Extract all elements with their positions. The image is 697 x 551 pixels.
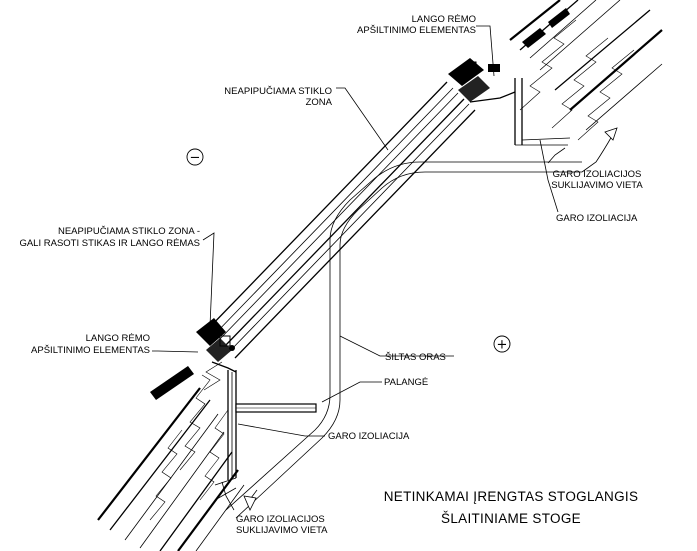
- svg-text:ZONA: ZONA: [306, 97, 333, 108]
- svg-text:+: +: [497, 338, 508, 353]
- minus-sign: −: [186, 148, 204, 166]
- svg-text:−: −: [190, 151, 201, 166]
- label-sill: PALANGĖ: [384, 377, 428, 388]
- label-vapour-barrier-joint-top: GARO IZOLIACIJOS SUKLIJAVIMO VIETA: [551, 169, 643, 191]
- svg-text:APŠILTINIMO ELEMENTAS: APŠILTINIMO ELEMENTAS: [31, 345, 150, 356]
- label-vapour-barrier-bottom: GARO IZOLIACIJA: [328, 431, 410, 442]
- svg-text:SUKLIJAVIMO VIETA: SUKLIJAVIMO VIETA: [551, 180, 643, 191]
- drawing-title: NETINKAMAI ĮRENGTAS STOGLANGIS ŠLAITINIA…: [384, 489, 639, 526]
- roof-covering-upper: [522, 28, 546, 48]
- warm-air-arrow-up: [581, 135, 613, 173]
- roof-section-lower: [97, 361, 245, 551]
- label-warm-air: ŠILTAS ORAS: [385, 352, 446, 363]
- roof-covering-lower: [150, 366, 194, 400]
- svg-text:LANGO RĖMO: LANGO RĖMO: [412, 14, 476, 25]
- svg-text:LANGO RĖMO: LANGO RĖMO: [86, 333, 150, 344]
- svg-text:NEAPIPUČIAMA STIKLO ZONA -: NEAPIPUČIAMA STIKLO ZONA -: [58, 226, 200, 237]
- svg-text:GARO IZOLIACIJOS: GARO IZOLIACIJOS: [553, 169, 642, 180]
- svg-text:SUKLIJAVIMO VIETA: SUKLIJAVIMO VIETA: [236, 525, 328, 536]
- window-frame-upper: [448, 58, 516, 103]
- svg-text:NEAPIPUČIAMA STIKLO: NEAPIPUČIAMA STIKLO: [224, 86, 332, 97]
- label-frame-insulation-bottom: LANGO RĖMO APŠILTINIMO ELEMENTAS: [31, 333, 150, 356]
- label-condensation-zone: NEAPIPUČIAMA STIKLO ZONA - GALI RASOTI S…: [19, 226, 200, 249]
- svg-text:APŠILTINIMO ELEMENTAS: APŠILTINIMO ELEMENTAS: [357, 25, 476, 36]
- svg-text:GARO IZOLIACIJOS: GARO IZOLIACIJOS: [236, 514, 325, 525]
- plus-sign: +: [493, 335, 511, 353]
- window-glazing: [206, 81, 476, 359]
- label-vapour-barrier-joint-bottom: GARO IZOLIACIJOS SUKLIJAVIMO VIETA: [236, 514, 328, 536]
- window-frame-lower: [196, 318, 237, 373]
- label-vapour-barrier-top: GARO IZOLIACIJA: [556, 213, 638, 224]
- label-non-fogging-zone: NEAPIPUČIAMA STIKLO ZONA: [224, 86, 332, 108]
- svg-text:GALI RASOTI STIKAS IR LANGO RĖ: GALI RASOTI STIKAS IR LANGO RĖMAS: [19, 238, 200, 249]
- warm-air-path: [225, 127, 618, 519]
- svg-text:ŠLAITINIAME STOGE: ŠLAITINIAME STOGE: [441, 511, 581, 526]
- svg-text:NETINKAMAI ĮRENGTAS STOGLANGIS: NETINKAMAI ĮRENGTAS STOGLANGIS: [384, 489, 639, 504]
- leader-lines: [152, 25, 566, 511]
- label-frame-insulation-top: LANGO RĖMO APŠILTINIMO ELEMENTAS: [357, 14, 476, 36]
- roof-section-upper: [509, 0, 663, 146]
